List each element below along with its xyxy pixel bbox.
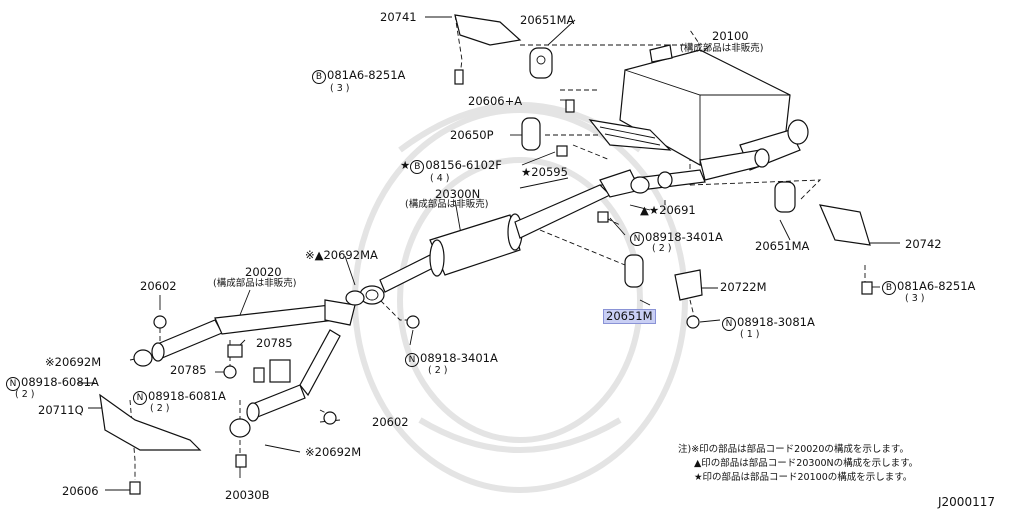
b-circle-icon: B — [312, 70, 326, 84]
nut-qty-08918-6081A-center: ( 2 ) — [150, 403, 170, 414]
part-label-20692M-left[interactable]: ※20692M — [45, 355, 102, 369]
bolt-qty-08156: ( 4 ) — [430, 173, 450, 184]
part-label-20602-top[interactable]: 20602 — [140, 279, 177, 293]
main-muffler-20100 — [588, 44, 809, 193]
bolt-code: 081A6-8251A — [897, 279, 976, 293]
front-pipe-20020 — [151, 299, 356, 422]
n-circle-icon: N — [722, 317, 736, 331]
part-label-20020[interactable]: 20020 — [245, 265, 282, 279]
nut-code: 08918-3401A — [645, 230, 723, 244]
nut-code: 08918-3401A — [420, 351, 498, 365]
nut-code: 08918-3081A — [737, 315, 815, 329]
nut-qty-08918-3401A-center: ( 2 ) — [428, 365, 448, 376]
part-label-20691[interactable]: ▲★20691 — [640, 203, 696, 217]
brackets — [99, 14, 871, 451]
part-label-20651MA-top[interactable]: 20651MA — [520, 13, 575, 27]
n-circle-icon: N — [630, 232, 644, 246]
note-line-1: 注)※印の部品は部品コード20020の構成を示します。 — [678, 444, 909, 455]
nut-code: 08918-6081A — [21, 375, 99, 389]
note-line-2: ▲印の部品は部品コード20300Nの構成を示します。 — [694, 458, 919, 469]
part-label-20785-b[interactable]: 20785 — [170, 363, 207, 377]
nut-qty-08918-6081A-left: ( 2 ) — [15, 389, 35, 400]
bolt-qty-081A6-right: ( 3 ) — [905, 293, 925, 304]
diagram-id: J2000117 — [938, 495, 995, 509]
part-label-20692MA[interactable]: ※▲20692MA — [305, 248, 378, 262]
part-sublabel-20020: (構成部品は非販売) — [213, 278, 297, 289]
gaskets — [133, 171, 673, 438]
star-mark: ★ — [400, 158, 411, 172]
part-label-20741[interactable]: 20741 — [380, 10, 417, 24]
note-line-3: ★印の部品は部品コード20100の構成を示します。 — [694, 472, 913, 483]
part-label-20651M-highlighted[interactable]: 20651M — [603, 309, 656, 324]
part-label-20030B[interactable]: 20030B — [225, 488, 270, 502]
center-pipe-20300N — [379, 169, 641, 293]
nut-code: 08918-6081A — [148, 389, 226, 403]
part-label-20650P[interactable]: 20650P — [450, 128, 494, 142]
n-circle-icon: N — [6, 377, 20, 391]
bolt-code: 081A6-8251A — [327, 68, 406, 82]
part-sublabel-20100: (構成部品は非販売) — [680, 43, 764, 54]
part-label-20742[interactable]: 20742 — [905, 237, 942, 251]
part-label-20606[interactable]: 20606 — [62, 484, 99, 498]
rubber-mounts — [521, 47, 796, 288]
part-label-20602-bottom[interactable]: 20602 — [372, 415, 409, 429]
part-label-20300N[interactable]: 20300N — [435, 187, 481, 201]
part-label-20722M[interactable]: 20722M — [720, 280, 767, 294]
part-label-20100[interactable]: 20100 — [712, 29, 749, 43]
bolt-qty-081A6-top: ( 3 ) — [330, 83, 350, 94]
part-label-20595[interactable]: ★20595 — [521, 165, 568, 179]
nut-qty-08918-3081A: ( 1 ) — [740, 329, 760, 340]
part-label-20711Q[interactable]: 20711Q — [38, 403, 84, 417]
part-label-20785-a[interactable]: 20785 — [256, 336, 293, 350]
fasteners — [129, 69, 873, 495]
part-label-20606A[interactable]: 20606+A — [468, 94, 523, 108]
b-circle-icon: B — [410, 160, 425, 174]
n-circle-icon: N — [405, 353, 419, 367]
b-circle-icon: B — [882, 281, 896, 295]
n-circle-icon: N — [133, 391, 147, 405]
part-sublabel-20300N: (構成部品は非販売) — [405, 199, 489, 210]
part-label-20651MA-right[interactable]: 20651MA — [755, 239, 810, 253]
part-label-20692M-bottom[interactable]: ※20692M — [305, 445, 362, 459]
bolt-code: 08156-6102F — [425, 158, 502, 172]
nut-qty-08918-3401A-right: ( 2 ) — [652, 243, 672, 254]
